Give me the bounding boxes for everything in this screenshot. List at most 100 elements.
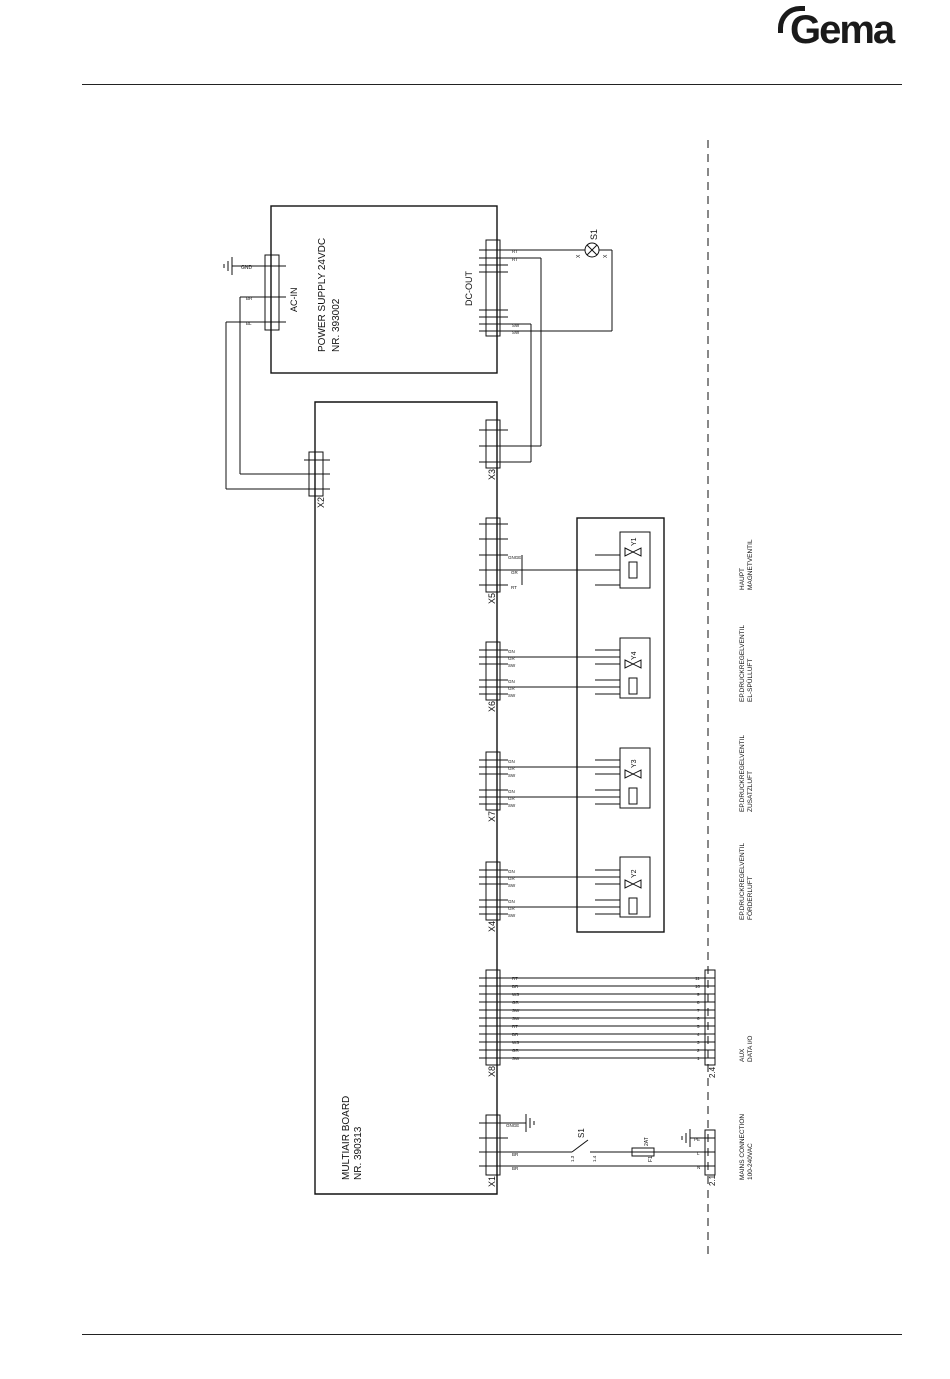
- power-supply-number: NR. 393002: [331, 298, 342, 352]
- board-number: NR. 390313: [353, 1126, 364, 1180]
- dc-out-label: DC-OUT: [464, 271, 474, 306]
- dc-wire-label-1: RT: [512, 249, 518, 254]
- y3-wire-label-4: GN: [508, 789, 515, 794]
- mains-2-1-connector: [704, 1129, 716, 1176]
- aux-wire-label: RT: [512, 976, 518, 981]
- valve-y4-desc2: EL-SPÜLLUFT: [746, 659, 754, 702]
- lamp-terminal-2: X: [603, 254, 609, 258]
- mains-wire-label-1: BR: [512, 1152, 519, 1157]
- mains-desc1: MAINS CONNECTION: [739, 1114, 746, 1180]
- aux-pin-label: 3: [697, 1040, 700, 1045]
- aux-pin-label: 10: [695, 984, 701, 989]
- aux-pin-label: 4: [697, 1032, 700, 1037]
- valve-y1-desc2: MAGNETVENTIL: [747, 539, 754, 590]
- y1-wire-label-1: GNGE: [508, 555, 521, 560]
- valve-y3-desc1: EP.DRUCKREGELVENTIL: [739, 735, 746, 812]
- board-title: MULTIAIR BOARD: [341, 1096, 352, 1180]
- aux-connector-label: 2.4: [708, 1066, 717, 1078]
- y4-wire-label-2: GR: [508, 656, 516, 661]
- x4-label: X4: [487, 921, 497, 932]
- y2-wire-label-5: GR: [508, 906, 516, 911]
- dc-wire-label-4: SW: [512, 330, 520, 335]
- x6-label: X6: [487, 701, 497, 712]
- valve-y3-desc2: ZUSATZLUFT: [747, 771, 754, 812]
- aux-pin-label: 2: [697, 1048, 700, 1053]
- x5-label: X5: [487, 593, 497, 604]
- mains-switch-label: S1: [577, 1128, 586, 1138]
- aux-wire-label: BR: [512, 984, 519, 989]
- x3-label: X3: [487, 469, 497, 480]
- ps-gnd-label: GND: [241, 265, 253, 271]
- y4-wire-label-1: GN: [508, 649, 515, 654]
- mains-switch-pin-2: 1.4: [592, 1155, 597, 1162]
- mains-wire-label-2: BR: [512, 1166, 519, 1171]
- mains-conn-pin-l: L: [697, 1151, 700, 1156]
- valve-y1-body: [619, 531, 651, 589]
- y3-wire-label-3: SW: [508, 773, 516, 778]
- fuse-f1-label: F1: [648, 1156, 654, 1162]
- aux-wire-label: RT: [512, 1024, 518, 1029]
- y3-wire-label-2: GR: [508, 766, 516, 771]
- aux-pin-label: 1: [697, 1056, 700, 1061]
- valve-y2-label: Y2: [631, 869, 638, 878]
- x8-label: X8: [487, 1066, 497, 1077]
- aux-wire-label: GR: [512, 1048, 520, 1053]
- dc-out-connector: [485, 239, 501, 337]
- mains-desc2: 100-240VAC: [747, 1143, 754, 1180]
- aux-wire-label: WS: [512, 1040, 519, 1045]
- valve-y2-body: [619, 856, 651, 918]
- y4-wire-label-4: GN: [508, 679, 515, 684]
- valve-panel-box: [576, 517, 665, 933]
- x7-label: X7: [487, 811, 497, 822]
- aux-pin-label: 8: [697, 1000, 700, 1005]
- mains-gnd-wire-label: GNGE: [506, 1123, 519, 1128]
- lamp-s1-label: S1: [589, 229, 599, 240]
- x6-connector: [485, 641, 501, 701]
- ac-in-connector: [264, 254, 280, 331]
- aux-wire-label: SW: [512, 1016, 520, 1021]
- logo-text: Gema: [790, 8, 895, 52]
- valve-y1-label: Y1: [631, 537, 638, 546]
- y2-wire-label-4: GN: [508, 899, 515, 904]
- aux-pin-label: 11: [695, 976, 700, 981]
- x1-connector: [485, 1114, 501, 1176]
- valve-y3-label: Y3: [631, 759, 638, 768]
- y1-wire-label-3: RT: [511, 585, 517, 590]
- dc-wire-label-3: SW: [512, 323, 520, 328]
- ac-wire-label-1: BR: [246, 296, 253, 301]
- aux-pin-labels: 11 10 9 8 7 6 5 4 3 2 1: [695, 976, 701, 1061]
- logo-arc-mark: [778, 6, 805, 33]
- y4-wire-label-6: SW: [508, 693, 516, 698]
- fuse-rating-label: 2AT: [644, 1137, 650, 1146]
- ac-in-label: AC-IN: [289, 288, 299, 313]
- y2-wire-label-1: GN: [508, 869, 515, 874]
- aux-wire-label: WS: [512, 992, 519, 997]
- aux-wire-labels: RT BR WS GR SW SW RT BR WS GR SW: [512, 976, 520, 1061]
- gema-logo: Gema: [778, 2, 902, 52]
- valve-y3-body: [619, 747, 651, 809]
- valve-y4-body: [619, 637, 651, 699]
- valve-y1-desc1: HAUPT: [739, 568, 746, 590]
- valve-y2-desc1: EP.DRUCKREGELVENTIL: [739, 843, 746, 920]
- y4-wire-label-3: SW: [508, 663, 516, 668]
- aux-wire-label: GR: [512, 1000, 520, 1005]
- mains-connector-label: 2.1: [708, 1174, 717, 1186]
- aux-pin-label: 6: [697, 1016, 700, 1021]
- y1-wire-label-2: GR: [511, 570, 519, 575]
- valve-y2-desc2: FÖRDERLUFT: [746, 876, 754, 920]
- x4-connector: [485, 861, 501, 921]
- mains-switch-pin-1: 1.3: [570, 1155, 575, 1162]
- aux-wire-label: BR: [512, 1032, 519, 1037]
- power-supply-title: POWER SUPPLY 24VDC: [317, 238, 328, 352]
- aux-desc1: AUX: [739, 1048, 746, 1062]
- y2-wire-label-2: GR: [508, 876, 516, 881]
- y3-wire-label-5: GR: [508, 796, 516, 801]
- y2-wire-label-3: SW: [508, 883, 516, 888]
- multiair-board-box: [314, 401, 498, 1195]
- y3-wire-label-1: GN: [508, 759, 515, 764]
- aux-pin-label: 5: [697, 1024, 700, 1029]
- ac-wire-label-2: BL: [246, 321, 252, 326]
- mains-switch-s1: [571, 1139, 589, 1153]
- y3-wire-label-6: SW: [508, 803, 516, 808]
